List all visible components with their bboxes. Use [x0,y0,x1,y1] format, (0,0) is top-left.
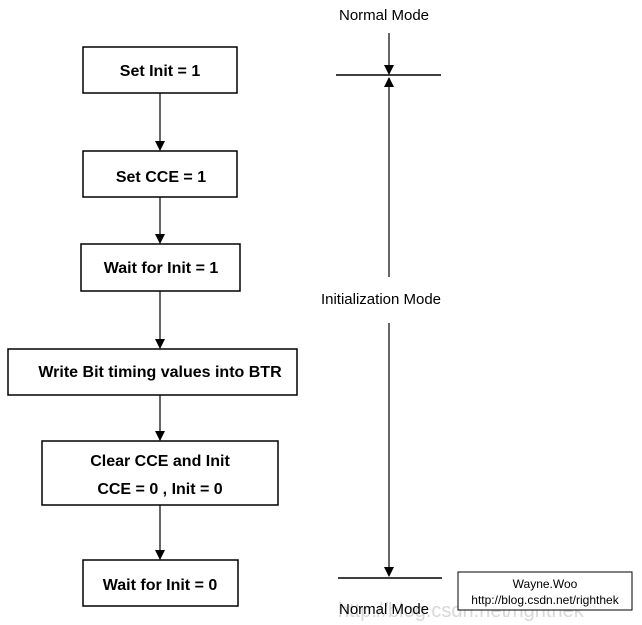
initialization-mode-label: Initialization Mode [321,291,441,308]
step-set-init-label: Set Init = 1 [120,63,201,80]
step-clear-cce-init-line-1: Clear CCE and Init [90,453,230,470]
step-wait-init-1-label: Wait for Init = 1 [104,260,219,277]
step-set-init: Set Init = 1 [82,46,238,94]
step-wait-init-0: Wait for Init = 0 [82,559,239,607]
step-set-cce-label: Set CCE = 1 [116,169,206,186]
step-clear-cce-init-line-2: CCE = 0 , Init = 0 [97,481,222,498]
normal-mode-bottom-label: Normal Mode [339,601,429,618]
step-write-btr: Write Bit timing values into BTR [7,348,298,396]
step-write-btr-label: Write Bit timing values into BTR [38,364,282,381]
step-wait-init-1: Wait for Init = 1 [80,243,241,292]
author-url: http://blog.csdn.net/righthek [471,593,619,607]
author-name: Wayne.Woo [513,577,578,591]
author-watermark-box: Wayne.Woo http://blog.csdn.net/righthek [457,571,633,611]
step-set-cce: Set CCE = 1 [82,150,238,198]
normal-mode-top-label: Normal Mode [339,7,429,24]
step-wait-init-0-label: Wait for Init = 0 [103,577,218,594]
step-clear-cce-init: Clear CCE and Init CCE = 0 , Init = 0 [41,440,279,506]
